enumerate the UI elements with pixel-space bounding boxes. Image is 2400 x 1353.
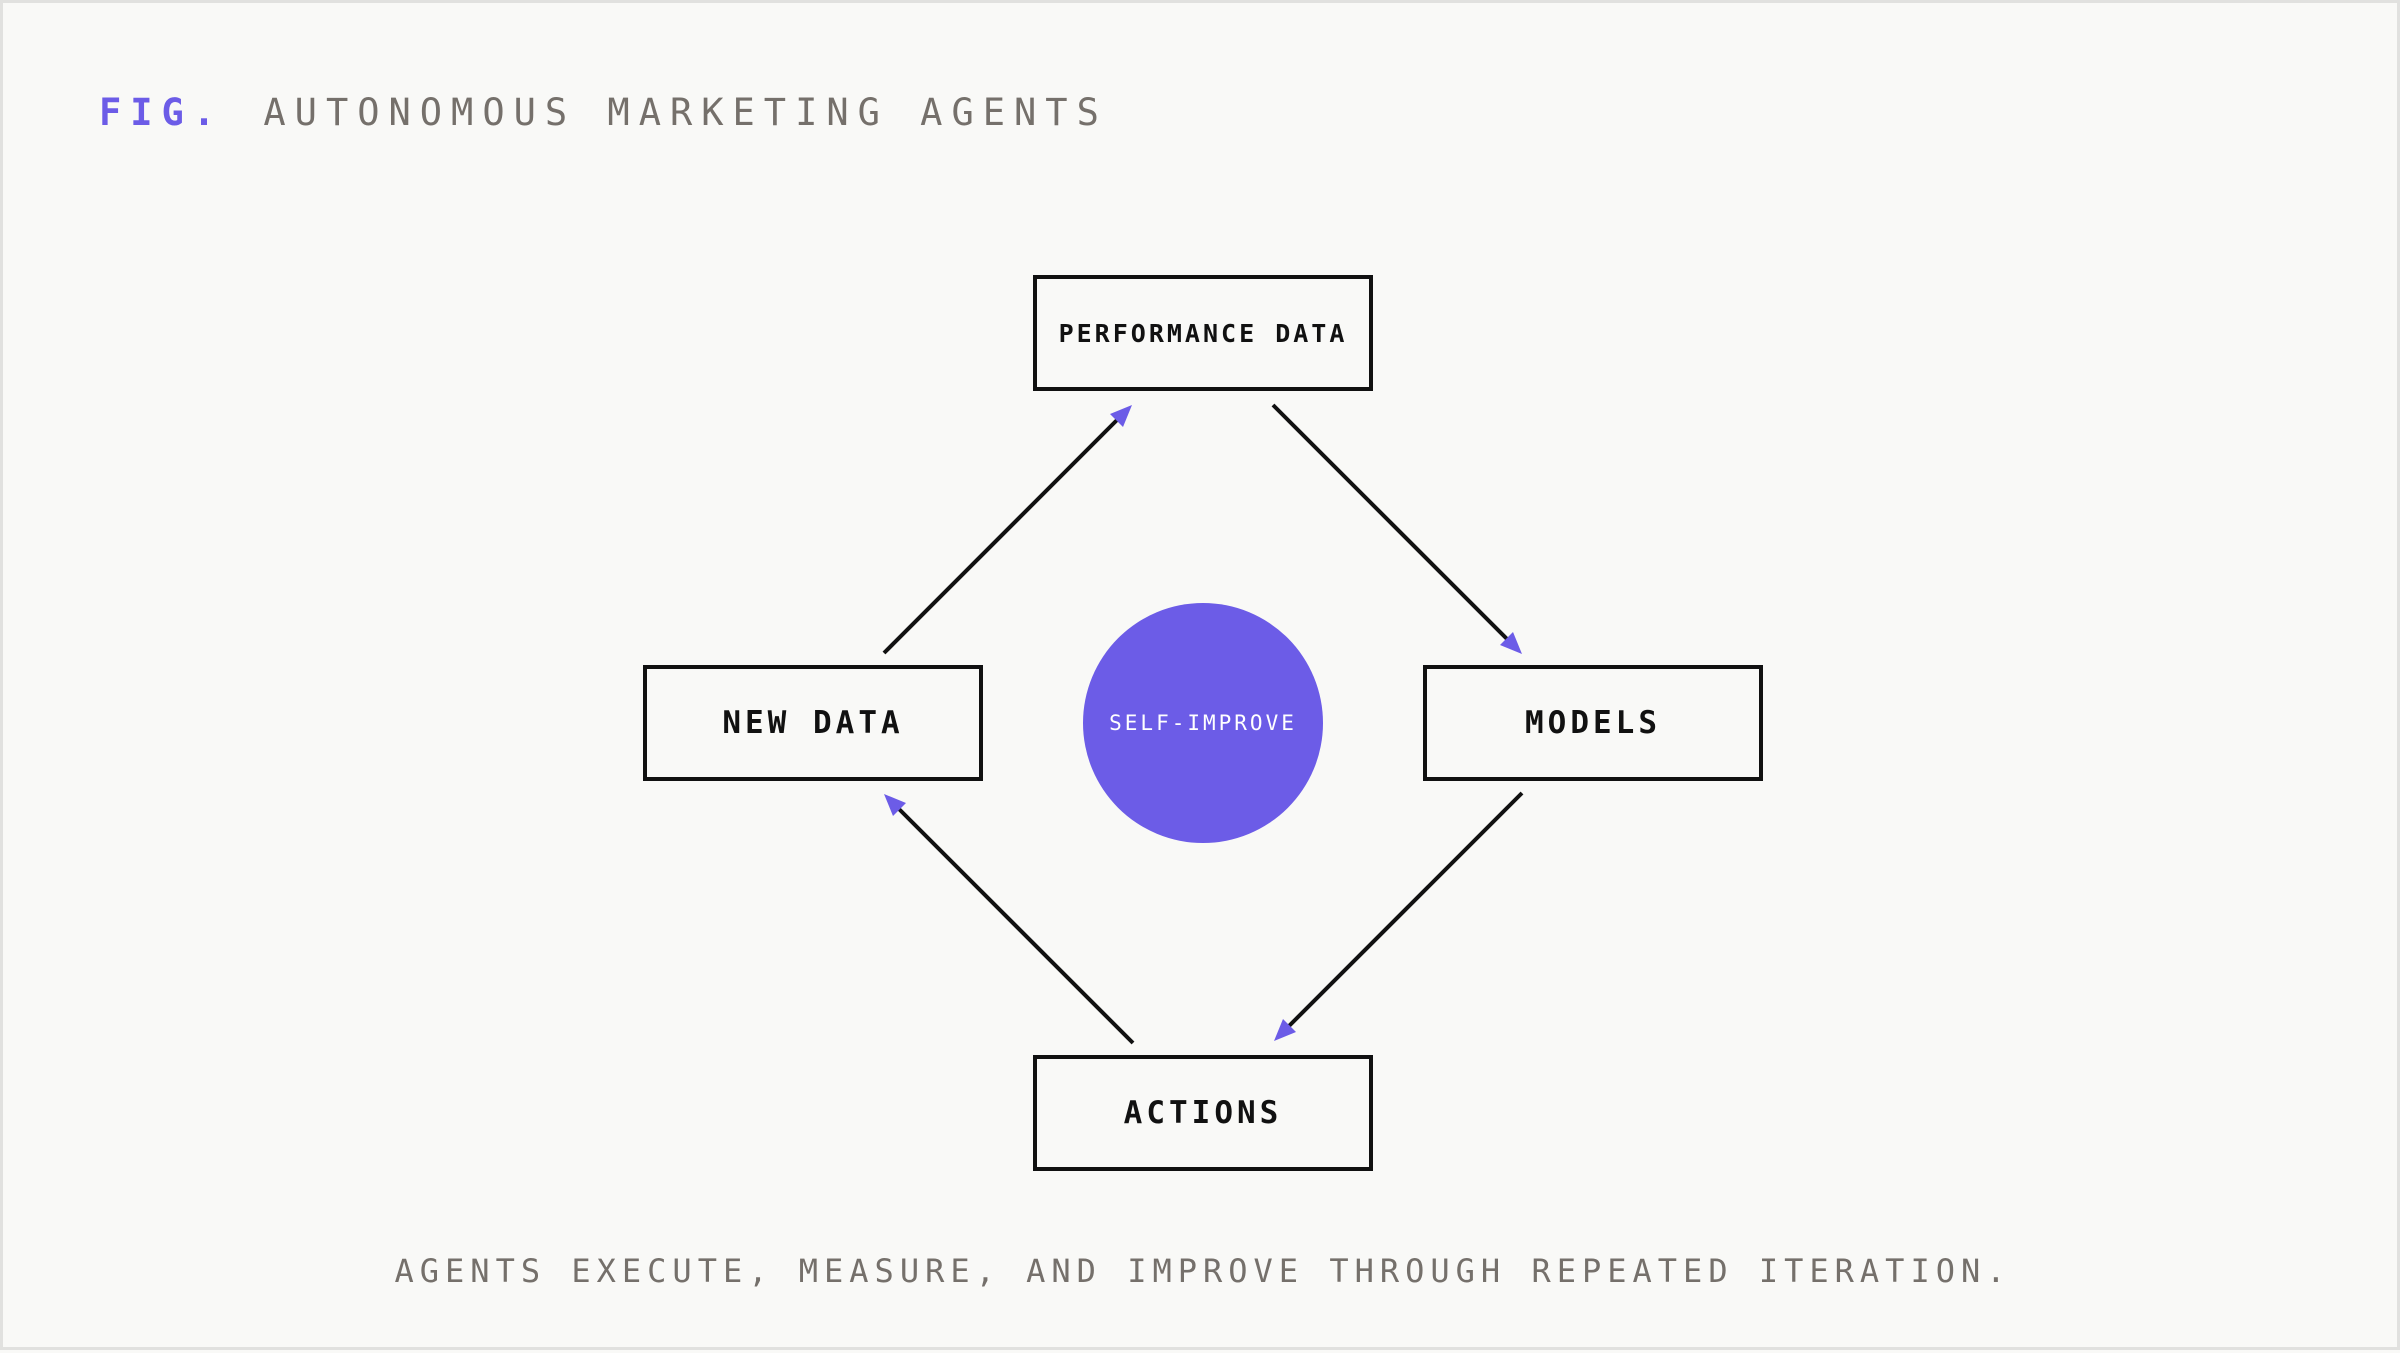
figure-title-text: AUTONOMOUS MARKETING AGENTS: [263, 91, 1108, 134]
cycle-arrows: [882, 403, 1524, 1045]
figure-tag: FIG.: [99, 91, 225, 134]
figure-caption: AGENTS EXECUTE, MEASURE, AND IMPROVE THR…: [394, 1252, 2012, 1290]
node-models: MODELS: [1423, 665, 1763, 781]
node-actions: ACTIONS: [1033, 1055, 1373, 1171]
arrow-models-to-actions: [1274, 791, 1524, 1041]
arrow-performance-to-models: [1271, 403, 1522, 654]
arrow-actions-to-new-data: [884, 794, 1135, 1045]
node-new-data: NEW DATA: [643, 665, 983, 781]
arrow-new-data-to-performance: [882, 405, 1132, 655]
self-improve-label: SELF-IMPROVE: [1109, 711, 1297, 735]
figure-title: FIG. AUTONOMOUS MARKETING AGENTS: [99, 89, 1108, 137]
self-improve-circle: SELF-IMPROVE: [1083, 603, 1323, 843]
node-performance-data: PERFORMANCE DATA: [1033, 275, 1373, 391]
